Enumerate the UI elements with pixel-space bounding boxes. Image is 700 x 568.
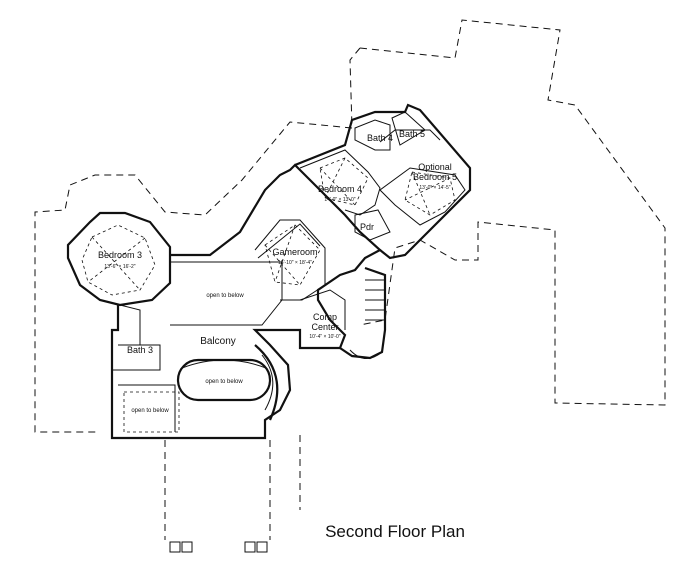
room-dims-bedroom4: 14'-0" × 13'-0" (324, 197, 355, 203)
room-dims-bedroom3: 13'-6" × 16'-2" (104, 264, 135, 270)
room-labels: Bedroom 3 13'-6" × 16'-2" Gameroom 16'-1… (98, 129, 457, 414)
room-label-gameroom: Gameroom (272, 247, 317, 257)
open-to-below-oval: open to below (205, 379, 243, 385)
room-dims-gameroom: 16'-10" × 18'-4" (278, 260, 312, 266)
room-label-bath4: Bath 4 (367, 133, 393, 143)
plan-title: Second Floor Plan (325, 522, 465, 541)
room-label-bath3: Bath 3 (127, 345, 153, 355)
room-label-bath5: Bath 5 (399, 129, 425, 139)
roof-outline (34, 19, 666, 540)
room-label-bedroom5: Bedroom 5 (413, 172, 457, 182)
open-to-below-lower: open to below (131, 408, 169, 414)
open-to-below-upper: open to below (206, 293, 244, 299)
room-label-pdr: Pdr (360, 222, 374, 232)
room-label-center: Center (311, 322, 338, 332)
room-label-comp: Comp (313, 312, 337, 322)
room-dims-comp-center: 10'-4" × 10'-0" (309, 334, 340, 340)
room-label-bedroom4: Bedroom 4 (318, 184, 362, 194)
room-label-optional: Optional (418, 162, 452, 172)
room-dims-bedroom5: 13'-0" × 14'-5" (419, 185, 450, 191)
room-label-bedroom3: Bedroom 3 (98, 250, 142, 260)
interior-walls (81, 111, 466, 553)
room-label-balcony: Balcony (200, 336, 236, 347)
